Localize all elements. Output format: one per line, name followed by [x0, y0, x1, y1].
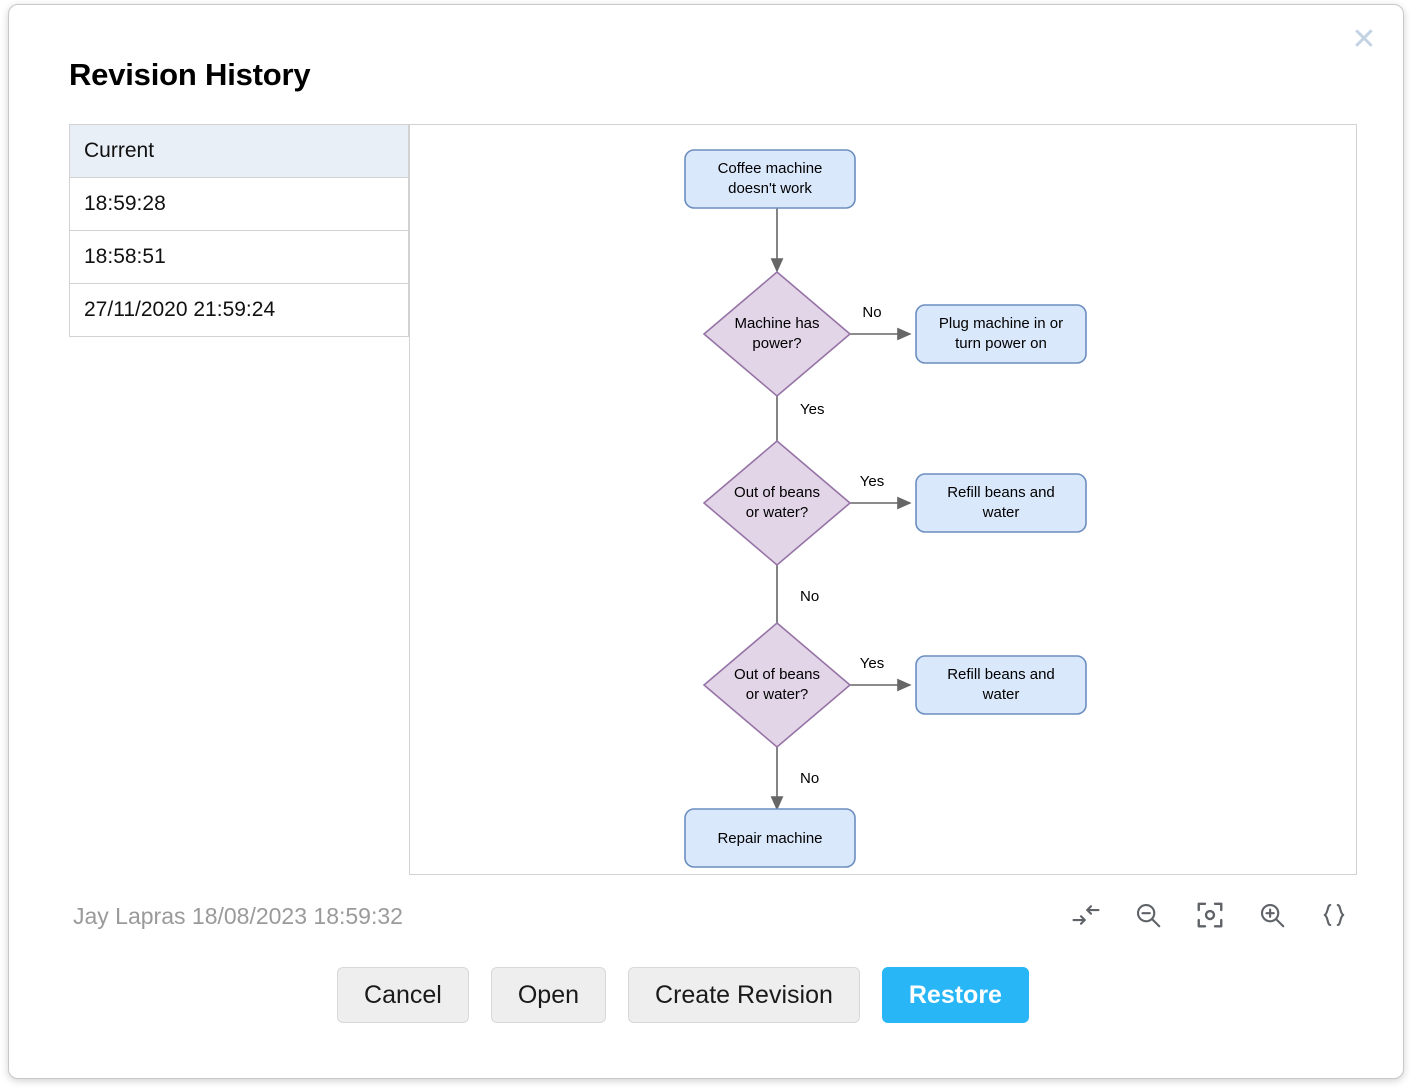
- node-power-line-1: power?: [752, 335, 801, 352]
- edge-label-yes-3: Yes: [860, 655, 884, 672]
- dialog-actions: Cancel Open Create Revision Restore: [9, 967, 1403, 1023]
- close-icon[interactable]: ✕: [1351, 23, 1377, 56]
- node-refill1-line-1: water: [982, 504, 1020, 521]
- zoom-out-icon[interactable]: [1131, 898, 1165, 932]
- node-start-line-0: Coffee machine: [718, 160, 823, 177]
- preview-toolbar: [1069, 898, 1351, 932]
- revision-item-2[interactable]: 18:58:51: [70, 231, 408, 284]
- cancel-button[interactable]: Cancel: [337, 967, 469, 1023]
- diagram-node-beans2[interactable]: Out of beans or water?: [702, 621, 852, 749]
- node-refill2-line-1: water: [982, 686, 1020, 703]
- diagram-node-refill1[interactable]: Refill beans and water: [915, 473, 1087, 533]
- node-beans1-line-0: Out of beans: [734, 484, 820, 501]
- node-plugin-line-1: turn power on: [955, 335, 1047, 352]
- revision-history-dialog: ✕ Revision History Current 18:59:28 18:5…: [8, 4, 1404, 1079]
- edge-label-no-2: No: [800, 588, 819, 605]
- edge-label-no-1: No: [862, 304, 881, 321]
- node-beans2-line-1: or water?: [746, 686, 809, 703]
- node-refill1-line-0: Refill beans and: [947, 484, 1055, 501]
- zoom-in-icon[interactable]: [1255, 898, 1289, 932]
- diagram-node-start[interactable]: Coffee machine doesn't work: [684, 149, 856, 209]
- page-title: Revision History: [69, 57, 311, 92]
- revision-list: Current 18:59:28 18:58:51 27/11/2020 21:…: [69, 124, 409, 337]
- edit-xml-icon[interactable]: [1317, 898, 1351, 932]
- reset-view-icon[interactable]: [1193, 898, 1227, 932]
- revision-item-1[interactable]: 18:59:28: [70, 178, 408, 231]
- fit-page-icon[interactable]: [1069, 898, 1103, 932]
- node-beans2-line-0: Out of beans: [734, 666, 820, 683]
- diagram-node-repair[interactable]: Repair machine: [684, 808, 856, 868]
- node-refill2-line-0: Refill beans and: [947, 666, 1055, 683]
- restore-button[interactable]: Restore: [881, 967, 1029, 1023]
- open-button[interactable]: Open: [490, 967, 607, 1023]
- diagram-node-refill2[interactable]: Refill beans and water: [915, 655, 1087, 715]
- diagram-preview[interactable]: No Yes Yes No Yes No Coffee machine does…: [409, 124, 1357, 875]
- revision-meta: Jay Lapras 18/08/2023 18:59:32: [73, 903, 403, 929]
- node-beans1-line-1: or water?: [746, 504, 809, 521]
- node-repair-line-0: Repair machine: [717, 830, 822, 847]
- revision-item-current[interactable]: Current: [70, 125, 408, 178]
- edge-label-yes-1: Yes: [800, 401, 824, 418]
- create-revision-button[interactable]: Create Revision: [628, 967, 860, 1023]
- edge-label-no-3: No: [800, 770, 819, 787]
- node-power-line-0: Machine has: [734, 315, 819, 332]
- node-start-line-1: doesn't work: [728, 180, 812, 197]
- diagram-node-power[interactable]: Machine has power?: [702, 270, 852, 398]
- diagram-node-beans1[interactable]: Out of beans or water?: [702, 439, 852, 567]
- revision-item-3[interactable]: 27/11/2020 21:59:24: [70, 284, 408, 337]
- diagram-node-plugin[interactable]: Plug machine in or turn power on: [915, 304, 1087, 364]
- edge-label-yes-2: Yes: [860, 473, 884, 490]
- node-plugin-line-0: Plug machine in or: [939, 315, 1063, 332]
